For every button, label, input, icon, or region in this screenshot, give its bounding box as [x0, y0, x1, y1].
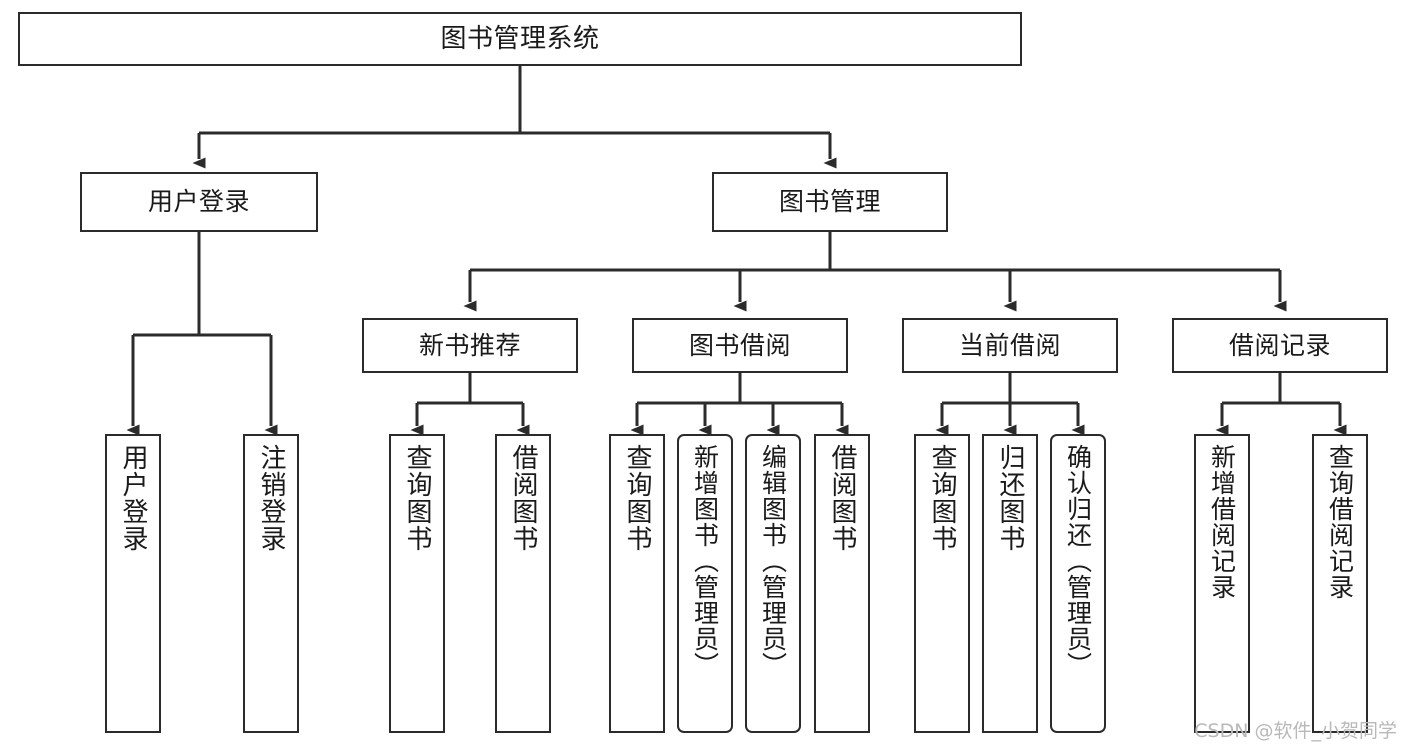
node-root[interactable]: 图书管理系统 [18, 12, 1022, 66]
node-borrow-record[interactable]: 借阅记录 [1172, 318, 1388, 373]
leaf-user-login[interactable]: 用户登录 [105, 434, 161, 733]
node-borrow-record-label: 借阅记录 [1228, 330, 1331, 360]
leaf-add-borrow-record-label: 新增借阅记录 [1207, 444, 1237, 600]
leaf-query-borrow-record-label: 查询借阅记录 [1325, 444, 1355, 600]
leaf-query-book-borrow[interactable]: 查询图书 [609, 434, 665, 733]
leaf-logout-label: 注销登录 [256, 444, 287, 552]
leaf-query-borrow-record[interactable]: 查询借阅记录 [1312, 434, 1368, 733]
leaf-return-book-label: 归还图书 [995, 444, 1026, 552]
leaf-borrow-book-borrow[interactable]: 借阅图书 [814, 434, 870, 733]
leaf-borrow-book-recommend-label: 借阅图书 [508, 444, 539, 552]
leaf-add-borrow-record[interactable]: 新增借阅记录 [1194, 434, 1250, 733]
node-current-borrow[interactable]: 当前借阅 [902, 318, 1118, 373]
leaf-add-book-admin[interactable]: 新增图书（管理员） [677, 434, 733, 733]
csdn-watermark: CSDN @软件_小贺同学 [1194, 720, 1397, 742]
leaf-edit-book-admin-label: 编辑图书（管理员） [758, 444, 788, 678]
leaf-user-login-label: 用户登录 [118, 444, 149, 552]
node-book-borrow[interactable]: 图书借阅 [632, 318, 848, 373]
leaf-logout[interactable]: 注销登录 [243, 434, 299, 733]
leaf-query-book-borrow-label: 查询图书 [622, 444, 653, 552]
leaf-query-book-recommend-label: 查询图书 [402, 444, 433, 552]
node-new-book-recommend-label: 新书推荐 [418, 330, 521, 360]
leaf-confirm-return-admin[interactable]: 确认归还（管理员） [1050, 434, 1106, 733]
node-book-management[interactable]: 图书管理 [712, 172, 948, 232]
leaf-query-book-recommend[interactable]: 查询图书 [389, 434, 445, 733]
leaf-add-book-admin-label: 新增图书（管理员） [690, 444, 720, 678]
leaf-borrow-book-borrow-label: 借阅图书 [827, 444, 858, 552]
node-new-book-recommend[interactable]: 新书推荐 [362, 318, 578, 373]
leaf-edit-book-admin[interactable]: 编辑图书（管理员） [745, 434, 801, 733]
leaf-return-book[interactable]: 归还图书 [982, 434, 1038, 733]
leaf-borrow-book-recommend[interactable]: 借阅图书 [495, 434, 551, 733]
node-book-management-label: 图书管理 [778, 187, 881, 217]
node-user-login-label: 用户登录 [147, 187, 250, 217]
node-user-login[interactable]: 用户登录 [80, 172, 318, 232]
leaf-query-book-current[interactable]: 查询图书 [914, 434, 970, 733]
node-root-label: 图书管理系统 [440, 23, 600, 54]
node-book-borrow-label: 图书借阅 [688, 330, 791, 360]
leaf-query-book-current-label: 查询图书 [927, 444, 958, 552]
node-current-borrow-label: 当前借阅 [958, 330, 1061, 360]
leaf-confirm-return-admin-label: 确认归还（管理员） [1063, 444, 1093, 678]
